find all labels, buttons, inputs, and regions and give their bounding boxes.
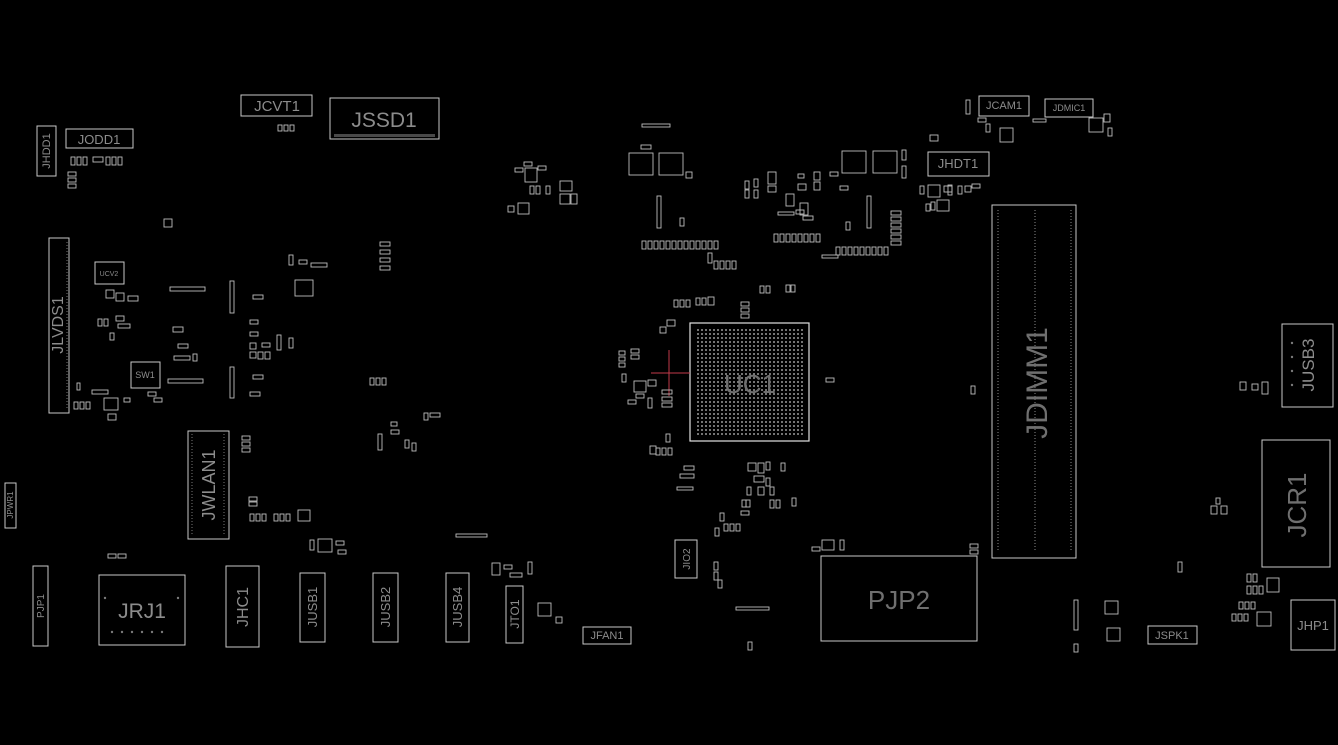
connector-jusb2[interactable]: JUSB2	[372, 572, 399, 643]
connector-jlvds1[interactable]: JLVDS1	[48, 237, 70, 414]
connector-jcvt1-label: JCVT1	[254, 98, 300, 115]
connector-jlvds1-label: JLVDS1	[50, 296, 67, 354]
connector-jcam1[interactable]: JCAM1	[978, 95, 1030, 117]
connector-pjp1[interactable]: PJP1	[32, 565, 49, 647]
connector-pjp2-label: PJP2	[868, 585, 930, 615]
chip-uc1-label: UC1	[724, 369, 776, 399]
connector-jrj1[interactable]: JRJ1	[98, 574, 186, 646]
connector-jrj1-label: JRJ1	[118, 600, 166, 623]
connector-jhdt1[interactable]: JHDT1	[927, 151, 990, 177]
connector-jwlan1-label: JWLAN1	[199, 449, 219, 520]
connector-jcvt1[interactable]: JCVT1	[240, 94, 313, 117]
connector-jto1-label: JTO1	[508, 599, 522, 628]
chip-uc1[interactable]: UC1	[689, 322, 810, 442]
connector-jhp1[interactable]: JHP1	[1290, 599, 1336, 651]
connector-jodd1-label: JODD1	[78, 132, 121, 147]
connector-pjp1-label: PJP1	[36, 594, 47, 618]
connector-jhc1[interactable]: JHC1	[225, 565, 260, 648]
connector-jusb4-label: JUSB4	[450, 587, 465, 627]
connector-jhc1-label: JHC1	[235, 587, 252, 627]
connector-jusb1[interactable]: JUSB1	[299, 572, 326, 643]
connector-jcr1-label: JCR1	[1282, 472, 1312, 537]
connector-jhdt1-label: JHDT1	[938, 156, 978, 171]
switch-sw1-label: SW1	[135, 370, 155, 380]
connector-jspk1-label: JSPK1	[1155, 630, 1189, 642]
chip-ucv2-label: UCV2	[100, 271, 119, 278]
connector-jto1[interactable]: JTO1	[505, 585, 524, 644]
connector-jhp1-label: JHP1	[1297, 618, 1329, 633]
connector-jhdd1[interactable]: JHDD1	[36, 125, 57, 177]
connector-jdimm1[interactable]: JDIMM1	[991, 204, 1077, 559]
connector-jusb2-label: JUSB2	[378, 587, 393, 627]
connector-jdmic1[interactable]: JDMIC1	[1044, 98, 1094, 118]
connector-pjp2[interactable]: PJP2	[820, 555, 978, 642]
connector-jfan1[interactable]: JFAN1	[582, 626, 632, 645]
chip-ucv2[interactable]: UCV2	[94, 261, 125, 285]
connector-jio2[interactable]: JIO2	[674, 539, 698, 579]
connector-jusb3-label: JUSB3	[1299, 339, 1318, 392]
connector-jhdd1-label: JHDD1	[41, 133, 53, 168]
connector-jcr1[interactable]: JCR1	[1261, 439, 1331, 568]
connector-jpwr1-label: JPWR1	[6, 491, 15, 519]
crosshair-marker	[651, 350, 690, 396]
connector-jusb3[interactable]: JUSB3	[1281, 323, 1334, 408]
connector-jusb1-label: JUSB1	[305, 587, 320, 627]
connector-jdimm1-label: JDIMM1	[1021, 327, 1054, 439]
connector-jodd1[interactable]: JODD1	[65, 128, 134, 149]
connector-jssd1-label: JSSD1	[351, 109, 416, 132]
passive-components	[67, 99, 1280, 653]
connector-jwlan1[interactable]: JWLAN1	[187, 430, 230, 540]
connector-jio2-label: JIO2	[682, 548, 693, 570]
switch-sw1[interactable]: SW1	[130, 361, 161, 389]
connector-jdmic1-label: JDMIC1	[1053, 103, 1086, 113]
connector-jfan1-label: JFAN1	[590, 630, 623, 642]
connector-jssd1[interactable]: JSSD1	[329, 97, 440, 140]
connector-jcam1-label: JCAM1	[986, 100, 1022, 112]
connector-jspk1[interactable]: JSPK1	[1147, 625, 1198, 645]
connector-jusb4[interactable]: JUSB4	[445, 572, 470, 643]
connector-jpwr1[interactable]: JPWR1	[4, 482, 17, 529]
